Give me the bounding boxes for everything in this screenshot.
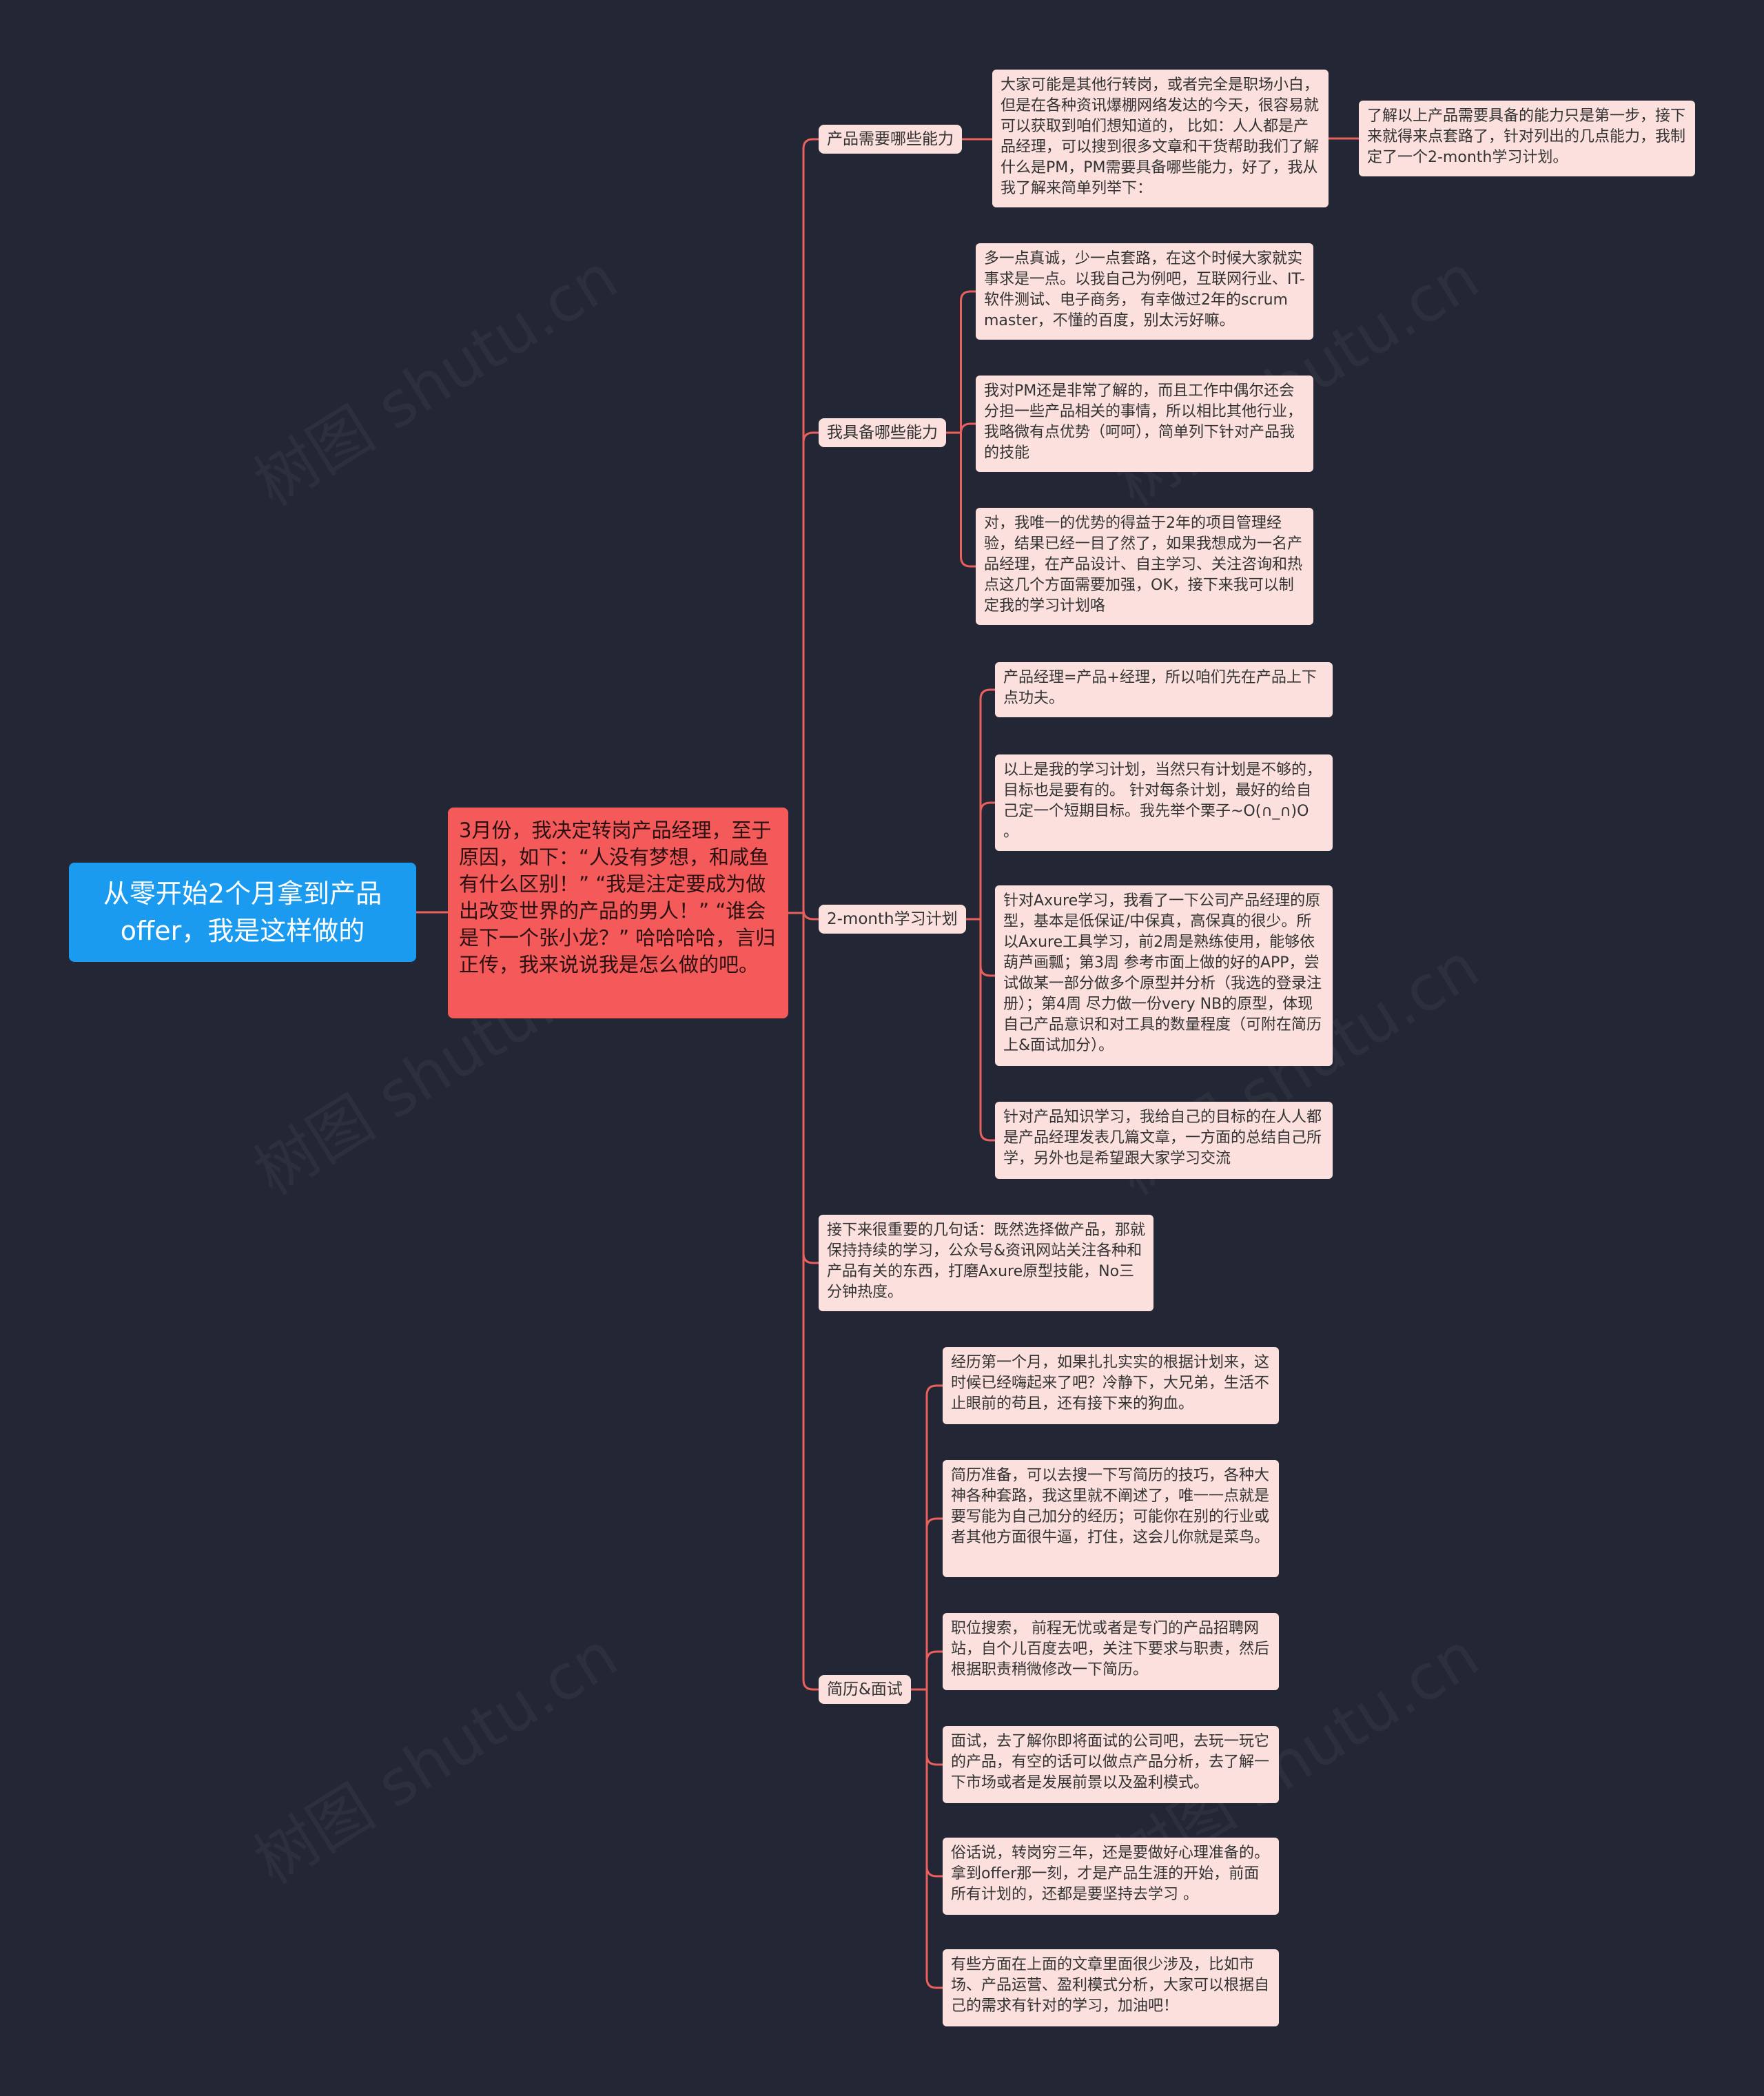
branch-product-abilities[interactable]: 产品需要哪些能力 — [819, 125, 962, 154]
leaf-node[interactable]: 职位搜索， 前程无忧或者是专门的产品招聘网站，自个儿百度去吧，关注下要求与职责，… — [943, 1613, 1279, 1690]
branch-resume-interview[interactable]: 简历&面试 — [819, 1675, 911, 1704]
leaf-text: 经历第一个月，如果扎扎实实的根据计划来，这时候已经嗨起来了吧？冷静下，大兄弟，生… — [951, 1354, 1270, 1412]
branch-key-advice[interactable]: 接下来很重要的几句话：既然选择做产品，那就保持持续的学习，公众号&资讯网站关注各… — [819, 1215, 1153, 1311]
leaf-node[interactable]: 以上是我的学习计划，当然只有计划是不够的，目标也是要有的。 针对每条计划，最好的… — [995, 754, 1333, 851]
connector-branch-leaf — [960, 290, 976, 433]
connector-branch-leaf — [925, 1384, 943, 1689]
leaf-node[interactable]: 多一点真诚，少一点套路，在这个时候大家就实事求是一点。以我自己为例吧，互联网行业… — [976, 243, 1313, 340]
leaf-text: 大家可能是其他行转岗，或者完全是职场小白，但是在各种资讯爆棚网络发达的今天，很容… — [1001, 76, 1320, 197]
leaf-text: 面试，去了解你即将面试的公司吧，去玩一玩它的产品，有空的话可以做点产品分析，去了… — [951, 1733, 1270, 1791]
branch-label: 接下来很重要的几句话：既然选择做产品，那就保持持续的学习，公众号&资讯网站关注各… — [827, 1222, 1146, 1301]
leaf-node[interactable]: 面试，去了解你即将面试的公司吧，去玩一玩它的产品，有空的话可以做点产品分析，去了… — [943, 1726, 1279, 1803]
leaf-text: 职位搜索， 前程无忧或者是专门的产品招聘网站，自个儿百度去吧，关注下要求与职责，… — [951, 1620, 1270, 1678]
branch-my-abilities[interactable]: 我具备哪些能力 — [819, 418, 946, 447]
leaf-text: 多一点真诚，少一点套路，在这个时候大家就实事求是一点。以我自己为例吧，互联网行业… — [984, 250, 1305, 329]
connector-intro-branch — [802, 138, 819, 913]
connector-branch-leaf — [960, 433, 976, 568]
leaf-node[interactable]: 我对PM还是非常了解的，而且工作中偶尔还会分担一些产品相关的事情，所以相比其他行… — [976, 376, 1313, 472]
leaf-text: 产品经理=产品+经理，所以咱们先在产品上下点功夫。 — [1003, 669, 1317, 707]
intro-topic[interactable]: 3月份，我决定转岗产品经理，至于原因，如下：“人没有梦想，和咸鱼有什么区别！” … — [448, 808, 788, 1018]
root-topic-label: 从零开始2个月拿到产品offer，我是这样做的 — [103, 879, 382, 946]
connector-intro-branch — [802, 909, 819, 921]
connector-intro-branch — [802, 913, 819, 1264]
leaf-text: 针对Axure学习，我看了一下公司产品经理的原型，基本是低保证/中保真，高保真的… — [1003, 892, 1322, 1054]
branch-study-plan[interactable]: 2-month学习计划 — [819, 905, 966, 934]
leaf-text: 对，我唯一的优势的得益于2年的项目管理经验，结果已经一目了然了，如果我想成为一名… — [984, 515, 1303, 615]
leaf-text: 简历准备，可以去搜一下写简历的技巧，各种大神各种套路，我这里就不阐述了，唯一一点… — [951, 1467, 1270, 1546]
leaf-text: 俗话说，转岗穷三年，还是要做好心理准备的。拿到offer那一刻，才是产品生涯的开… — [951, 1845, 1270, 1903]
connector-intro-branch — [802, 431, 819, 913]
connector-branch-leaf — [979, 801, 995, 919]
root-topic[interactable]: 从零开始2个月拿到产品offer，我是这样做的 — [69, 863, 416, 962]
leaf-text: 有些方面在上面的文章里面很少涉及，比如市场、产品运营、盈利模式分析，大家可以根据… — [951, 1956, 1270, 2015]
connector-branch-leaf — [979, 919, 995, 1142]
followup-node[interactable]: 了解以上产品需要具备的能力只是第一步，接下来就得来点套路了，针对列出的几点能力，… — [1359, 101, 1695, 176]
leaf-node[interactable]: 简历准备，可以去搜一下写简历的技巧，各种大神各种套路，我这里就不阐述了，唯一一点… — [943, 1460, 1279, 1577]
leaf-text: 我对PM还是非常了解的，而且工作中偶尔还会分担一些产品相关的事情，所以相比其他行… — [984, 382, 1303, 462]
leaf-text: 针对产品知识学习，我给自己的目标的在人人都是产品经理发表几篇文章，一方面的总结自… — [1003, 1109, 1322, 1167]
leaf-node[interactable]: 大家可能是其他行转岗，或者完全是职场小白，但是在各种资讯爆棚网络发达的今天，很容… — [992, 70, 1329, 207]
connector-branch-leaf — [979, 688, 995, 919]
branch-label: 简历&面试 — [827, 1681, 903, 1698]
leaf-node[interactable]: 俗话说，转岗穷三年，还是要做好心理准备的。拿到offer那一刻，才是产品生涯的开… — [943, 1838, 1279, 1915]
followup-text: 了解以上产品需要具备的能力只是第一步，接下来就得来点套路了，针对列出的几点能力，… — [1367, 107, 1686, 166]
leaf-node[interactable]: 产品经理=产品+经理，所以咱们先在产品上下点功夫。 — [995, 662, 1333, 717]
leaf-node[interactable]: 有些方面在上面的文章里面很少涉及，比如市场、产品运营、盈利模式分析，大家可以根据… — [943, 1949, 1279, 2026]
connector-intro-branch — [802, 913, 819, 1691]
leaf-text: 以上是我的学习计划，当然只有计划是不够的，目标也是要有的。 针对每条计划，最好的… — [1003, 761, 1322, 841]
leaf-node[interactable]: 针对产品知识学习，我给自己的目标的在人人都是产品经理发表几篇文章，一方面的总结自… — [995, 1102, 1333, 1179]
leaf-node[interactable]: 对，我唯一的优势的得益于2年的项目管理经验，结果已经一目了然了，如果我想成为一名… — [976, 508, 1313, 625]
leaf-node[interactable]: 经历第一个月，如果扎扎实实的根据计划来，这时候已经嗨起来了吧？冷静下，大兄弟，生… — [943, 1347, 1279, 1424]
branch-label: 我具备哪些能力 — [827, 424, 938, 442]
connector-branch-leaf — [925, 1689, 943, 1878]
branch-label: 2-month学习计划 — [827, 910, 958, 928]
connector-branch-leaf — [960, 422, 976, 434]
connector-branch-leaf — [979, 919, 995, 977]
connector-branch-leaf — [925, 1689, 943, 1766]
connector-branch-leaf — [925, 1689, 943, 1989]
branch-label: 产品需要哪些能力 — [827, 130, 954, 148]
leaf-node[interactable]: 针对Axure学习，我看了一下公司产品经理的原型，基本是低保证/中保真，高保真的… — [995, 885, 1333, 1066]
connector-branch-leaf — [925, 1517, 943, 1689]
connector-branch-leaf — [925, 1650, 943, 1689]
intro-topic-label: 3月份，我决定转岗产品经理，至于原因，如下：“人没有梦想，和咸鱼有什么区别！” … — [459, 819, 776, 976]
